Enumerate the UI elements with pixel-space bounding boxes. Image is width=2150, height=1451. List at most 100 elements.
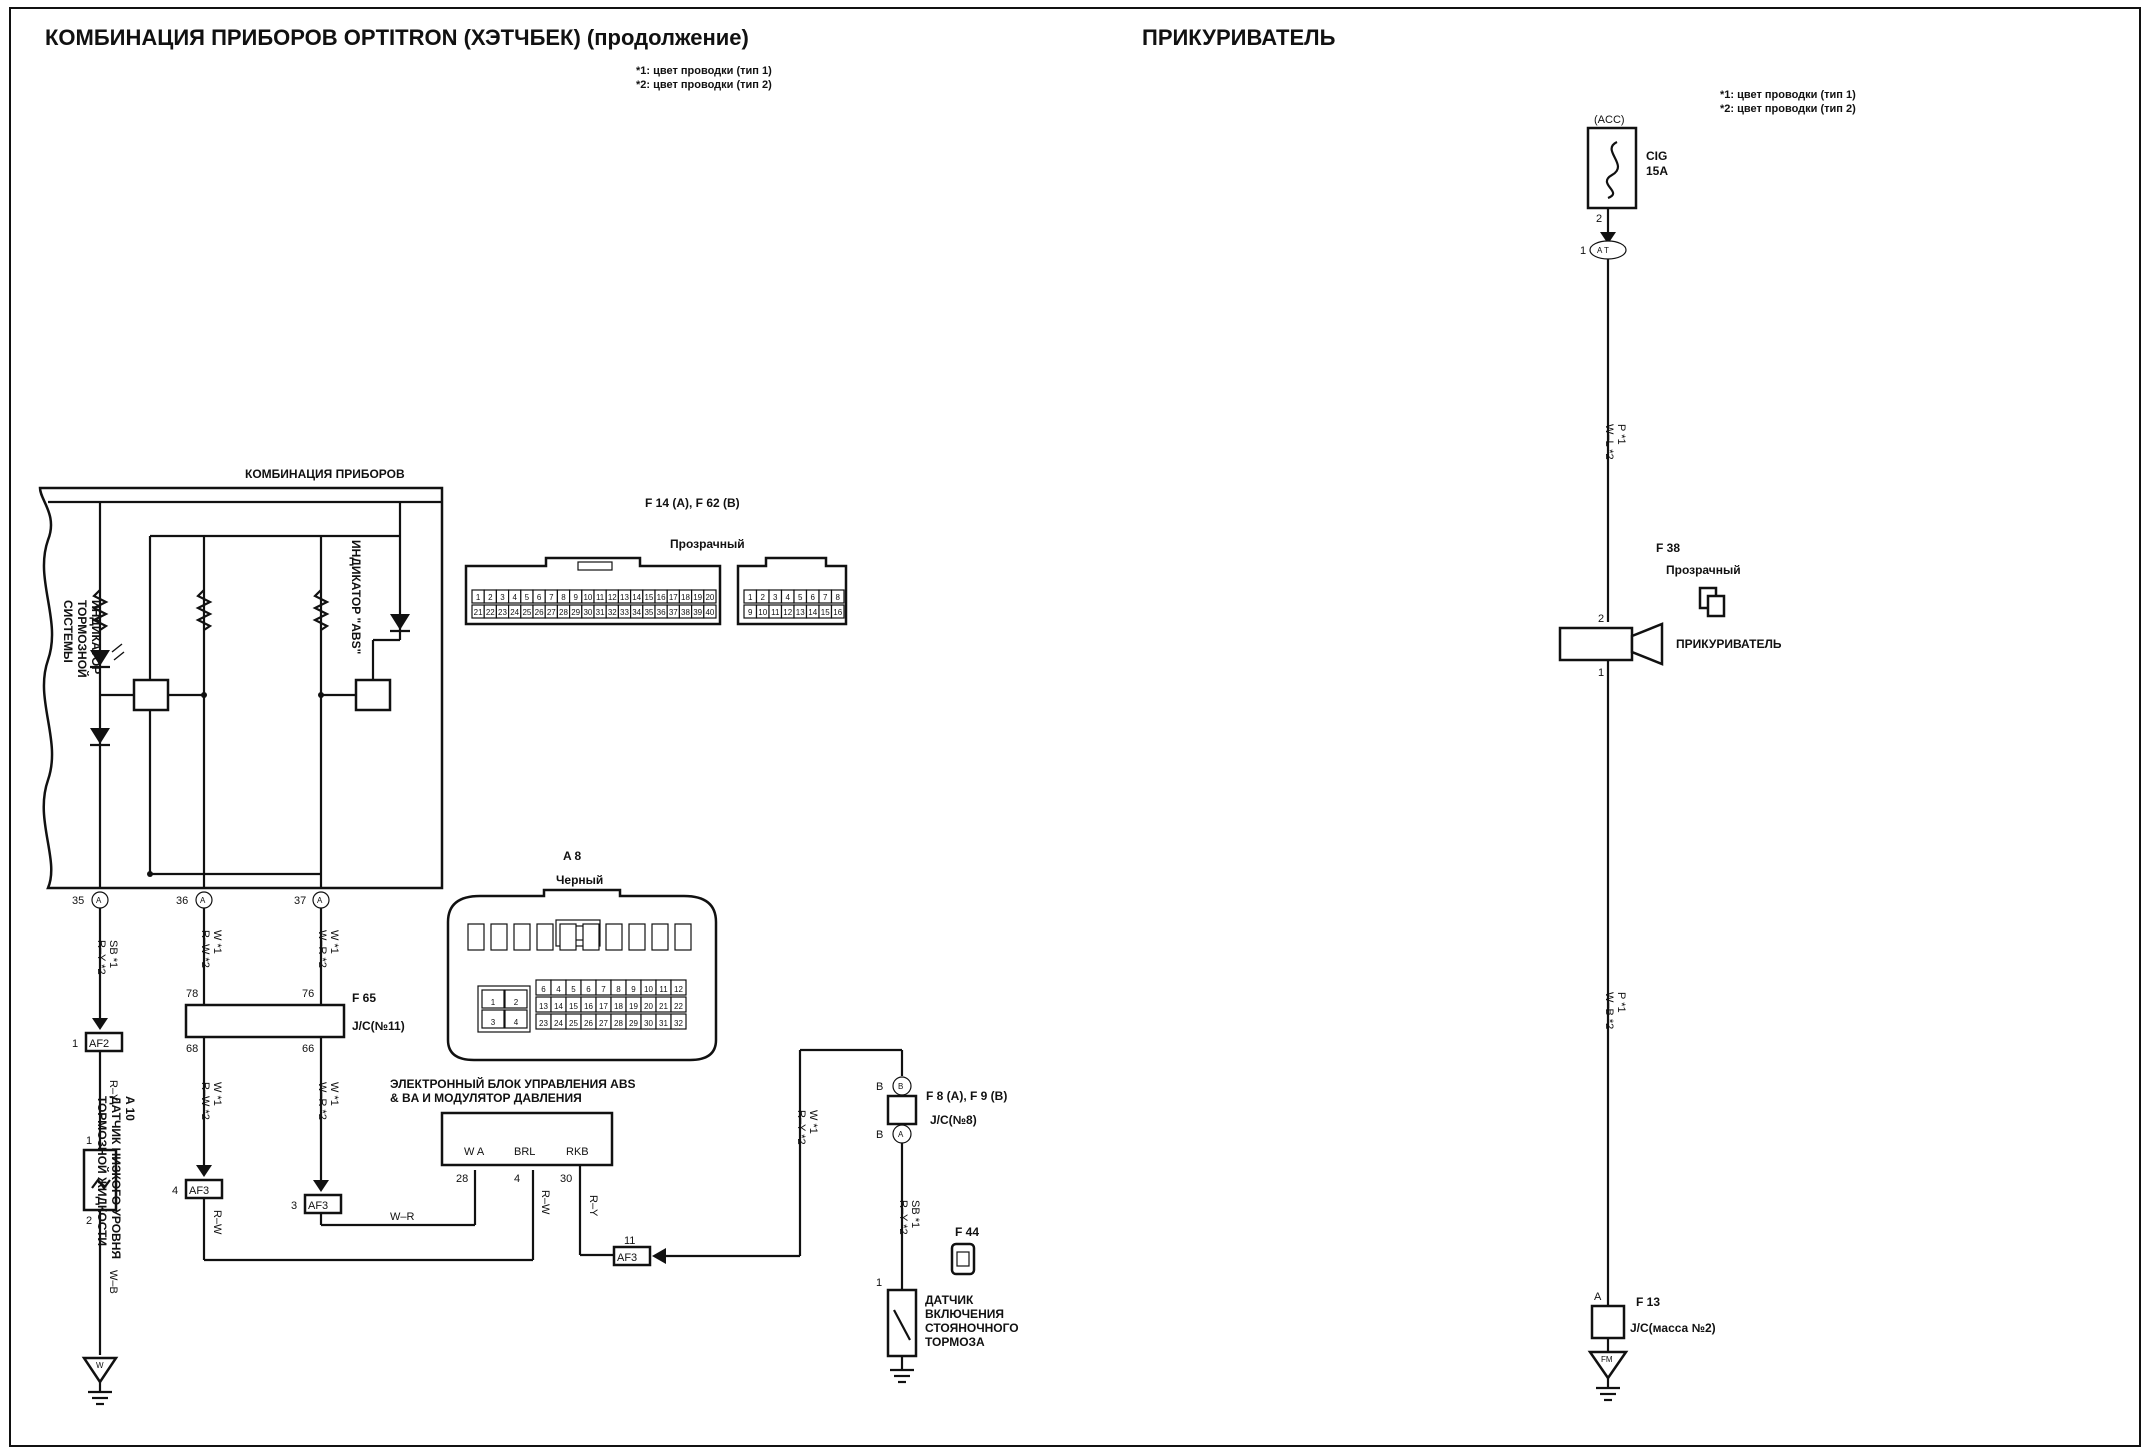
abs-connector-color: Черный	[556, 873, 603, 887]
rw-label-a: R–W	[211, 1210, 223, 1235]
f62-pin-label: 8	[836, 593, 841, 602]
f14-pin-cell	[703, 604, 717, 619]
f14-pin-label: 30	[583, 608, 592, 617]
abs-small-pin-label: 15	[569, 1002, 578, 1011]
abs-connector-notch	[605, 923, 623, 951]
parking-switch-label-1: ДАТЧИК	[925, 1293, 974, 1307]
f62-pin-label: 4	[786, 593, 791, 602]
f14-pin-label: 37	[669, 608, 678, 617]
wire36-label-2: R–W *2	[199, 930, 211, 968]
lighter-pin-1: 1	[1598, 667, 1604, 679]
abs-ecu: ЭЛЕКТРОННЫЙ БЛОК УПРАВЛЕНИЯ ABS & BA И М…	[390, 1076, 636, 1185]
af3-connector-a: AF3	[189, 1185, 209, 1197]
f62-pin-label: 13	[796, 608, 805, 617]
wire36b-label-1: W *1	[211, 1082, 223, 1106]
f62-pin-cell	[830, 604, 845, 619]
af3-connector-c: AF3	[617, 1252, 637, 1264]
right-page-title: ПРИКУРИВАТЕЛЬ	[1142, 25, 1336, 50]
abs-connector-notch	[674, 923, 692, 951]
abs-big-pin-label: 3	[491, 1018, 496, 1027]
lighter-wire-bottom-1: P *1	[1615, 992, 1627, 1013]
abs-small-pin-label: 17	[599, 1002, 608, 1011]
abs-indicator-label: ИНДИКАТОР "ABS"	[349, 540, 363, 654]
parking-brake-switch: F 44 1 ДАТЧИК ВКЛЮЧЕНИЯ СТОЯНОЧНОГО ТОРМ…	[876, 1225, 1019, 1384]
jc8-letter-side-1: B	[876, 1081, 883, 1093]
junction-ground-2: A F 13 J/C(масса №2) FM	[1587, 1291, 1716, 1402]
fuse-rating: 15A	[1646, 164, 1668, 178]
fluid-sensor-label-1: ДАТЧИК НИЗКОГО УРОВНЯ	[109, 1096, 123, 1259]
abs-ecu-pin-28: 28	[456, 1173, 468, 1185]
f14-pin-label: 17	[669, 593, 678, 602]
abs-small-pin-label: 26	[584, 1019, 593, 1028]
abs-connector-notch	[490, 923, 508, 951]
combination-meter-label: КОМБИНАЦИЯ ПРИБОРОВ	[245, 467, 405, 481]
wire37b-label-2: W–R *2	[316, 1082, 328, 1120]
f14-pin-label: 2	[488, 593, 493, 602]
abs-connector-notch	[467, 923, 485, 951]
jc-ground-id: F 13	[1636, 1295, 1660, 1309]
abs-connector-notch	[582, 923, 600, 951]
connector-f14-caption: F 14 (A), F 62 (B)	[645, 496, 740, 510]
fuse-pin: 2	[1596, 213, 1602, 225]
left-page-title: КОМБИНАЦИЯ ПРИБОРОВ OPTITRON (ХЭТЧБЕК) (…	[45, 25, 749, 50]
abs-big-pin-label: 1	[491, 998, 496, 1007]
abs-small-pin-cell	[670, 1013, 687, 1030]
abs-connector-notch	[513, 923, 531, 951]
f14-pin-label: 16	[657, 593, 666, 602]
parking-switch-id: F 44	[955, 1225, 979, 1239]
abs-ecu-terminal-wa: W A	[464, 1146, 485, 1158]
wire36-label-1: W *1	[211, 930, 223, 954]
wb-label: W–B	[107, 1270, 119, 1294]
right-note-1: *1: цвет проводки (тип 1)	[1720, 89, 1856, 101]
abs-small-pin-label: 6	[586, 985, 591, 994]
abs-small-pin-label: 6	[541, 985, 546, 994]
pin-36: 36	[176, 895, 188, 907]
f14-pin-label: 33	[620, 608, 629, 617]
f14-pin-label: 22	[486, 608, 495, 617]
abs-small-pin-label: 28	[614, 1019, 623, 1028]
abs-small-pin-label: 21	[659, 1002, 668, 1011]
right-wire-label-1: W *1	[807, 1110, 819, 1134]
abs-big-pin-cell	[481, 1009, 505, 1029]
junction-connector-11: 78 76 68 66 F 65 J/C(№11)	[184, 988, 405, 1055]
meter-connector-pins: A A A 35 36 37	[72, 891, 330, 909]
f14-pin-label: 15	[644, 593, 653, 602]
lighter-label: ПРИКУРИВАТЕЛЬ	[1676, 637, 1782, 651]
fluid-level-sensor: 1 2 A 10 ДАТЧИК НИЗКОГО УРОВНЯ ТОРМОЗНОЙ…	[82, 1096, 137, 1259]
f62-pin-label: 6	[811, 593, 816, 602]
fluid-sensor-label-2: ТОРМОЗНОЙ ЖИДКОСТИ	[95, 1096, 110, 1246]
abs-ecu-terminal-rkb: RKB	[566, 1146, 589, 1158]
parking-switch-label-4: ТОРМОЗА	[925, 1335, 985, 1349]
combination-meter: КОМБИНАЦИЯ ПРИБОРОВ	[38, 467, 444, 890]
abs-connector-notch	[536, 923, 554, 951]
abs-small-pin-label: 7	[601, 985, 606, 994]
ry-label-ecu: R–Y	[587, 1195, 599, 1217]
left-note-1: *1: цвет проводки (тип 1)	[636, 65, 772, 77]
f62-pin-label: 12	[783, 608, 792, 617]
fuse-joint-pin: 1	[1580, 245, 1586, 257]
abs-small-pin-label: 5	[571, 985, 576, 994]
abs-small-pin-label: 4	[556, 985, 561, 994]
abs-small-pin-label: 8	[616, 985, 621, 994]
parking-switch-label-2: ВКЛЮЧЕНИЯ	[925, 1307, 1004, 1321]
f62-pin-label: 5	[798, 593, 803, 602]
f14-pin-label: 35	[644, 608, 653, 617]
f14-pin-label: 13	[620, 593, 629, 602]
abs-small-pin-label: 24	[554, 1019, 563, 1028]
brake-indicator-label-1: ИНДИКАТОР	[89, 600, 103, 674]
f14-pin-label: 28	[559, 608, 568, 617]
wire37b-label-1: W *1	[328, 1082, 340, 1106]
f14-pin-label: 27	[547, 608, 556, 617]
jc11-id: F 65	[352, 991, 376, 1005]
ground-right-label: FM	[1601, 1355, 1613, 1364]
f14-pin-label: 11	[596, 593, 605, 602]
wire37-label-2: W–R *2	[316, 930, 328, 968]
f14-pin-label: 6	[537, 593, 542, 602]
jc8-letter-side-2: B	[876, 1129, 883, 1141]
abs-small-pin-label: 16	[584, 1002, 593, 1011]
f62-pin-label: 9	[748, 608, 753, 617]
f62-pin-label: 1	[748, 593, 753, 602]
af3-pin-3: 3	[291, 1200, 297, 1212]
f14-pin-label: 7	[549, 593, 554, 602]
